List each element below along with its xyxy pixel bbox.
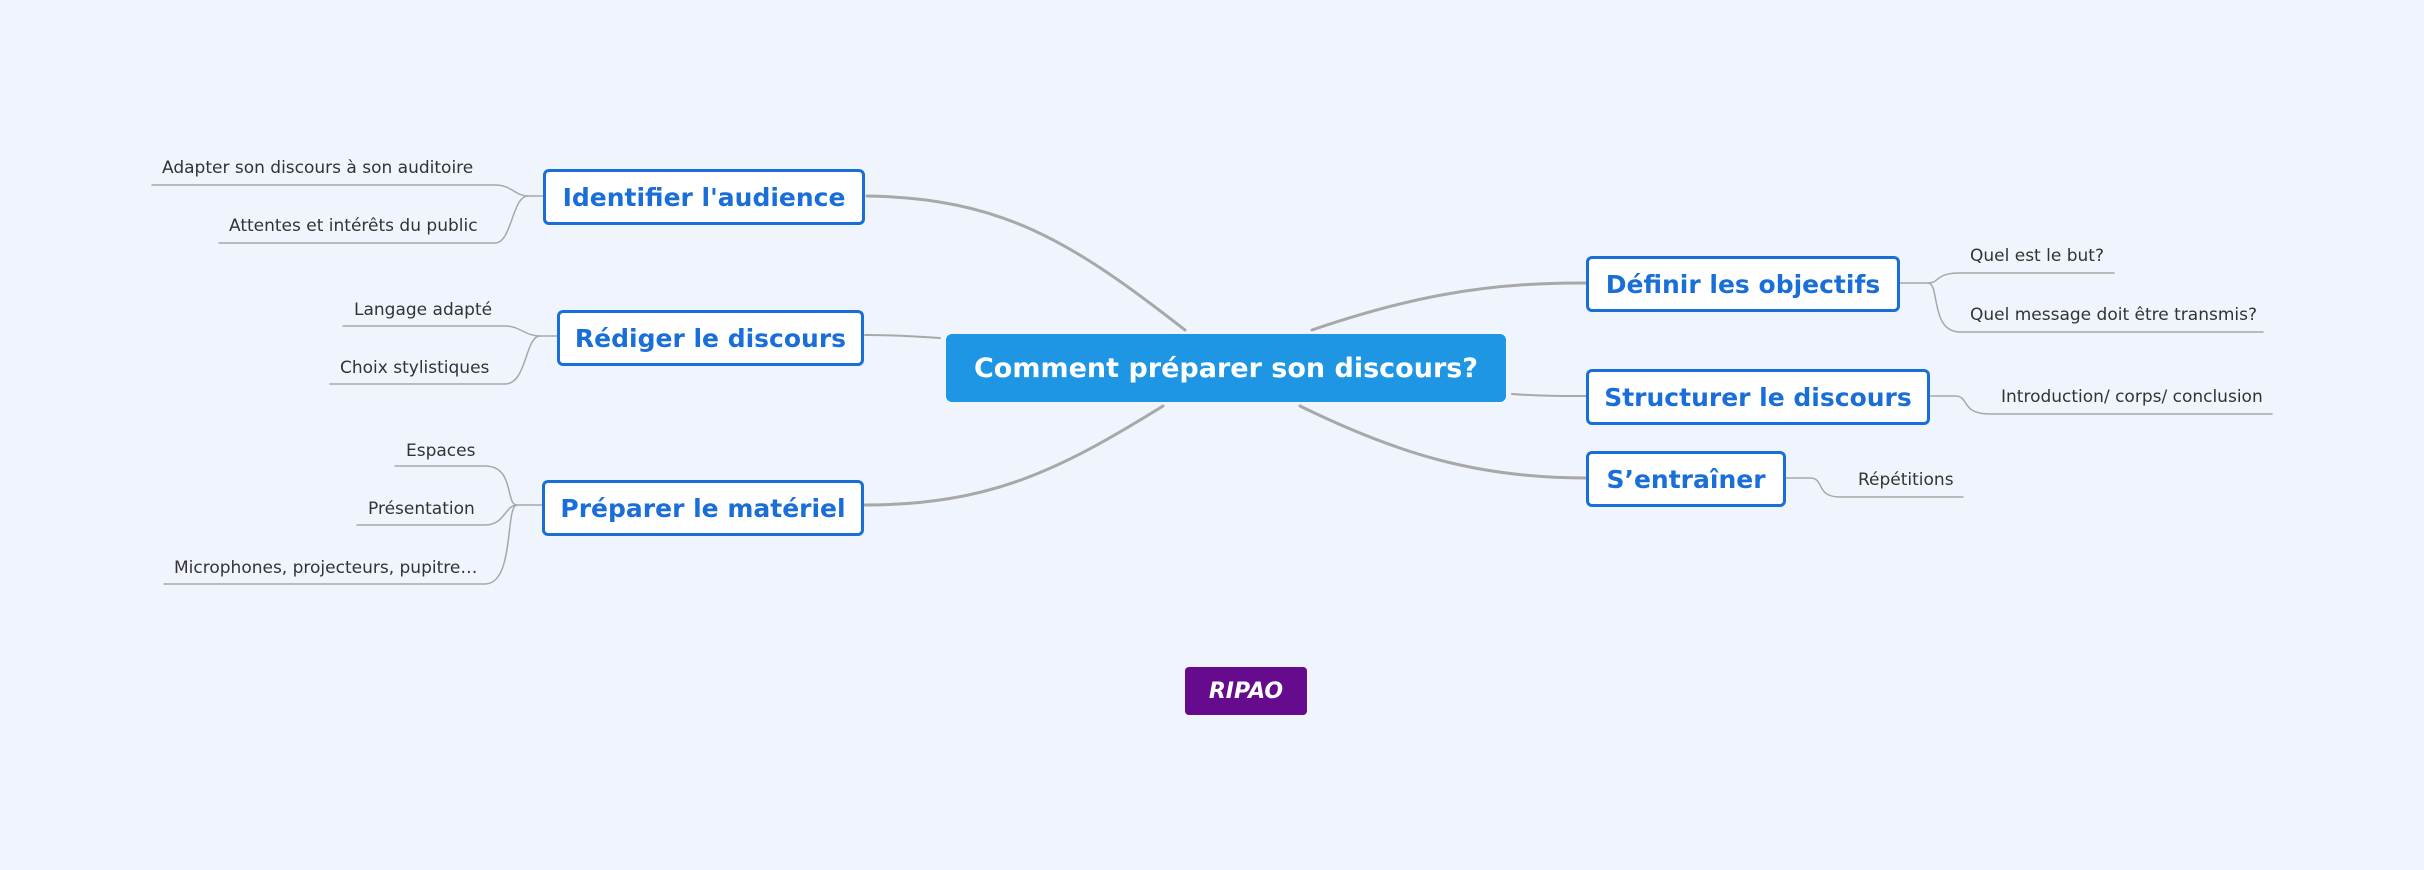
leaf-line-microphones	[163, 504, 518, 585]
leaf-quel-but[interactable]: Quel est le but?	[1970, 246, 2104, 266]
leaf-attentes-public[interactable]: Attentes et intérêts du public	[229, 216, 478, 236]
leaf-langage-adapte[interactable]: Langage adapté	[354, 300, 493, 320]
leaf-repetitions[interactable]: Répétitions	[1858, 470, 1954, 490]
leaf-line-but	[1899, 272, 2115, 284]
leaf-espaces[interactable]: Espaces	[406, 441, 476, 461]
connector-definir	[1310, 281, 1588, 332]
central-topic[interactable]: Comment préparer son discours?	[946, 334, 1506, 402]
branch-structurer-discours[interactable]: Structurer le discours	[1586, 369, 1930, 425]
leaf-adapter-discours[interactable]: Adapter son discours à son auditoire	[162, 158, 474, 178]
leaf-line-message	[1927, 282, 2264, 333]
branch-identifier-audience[interactable]: Identifier l'audience	[543, 169, 865, 225]
connector-rediger	[864, 334, 941, 339]
leaf-presentation[interactable]: Présentation	[368, 499, 475, 519]
leaf-introduction-corps-conclusion[interactable]: Introduction/ corps/ conclusion	[2001, 387, 2263, 407]
leaf-line-langage	[342, 325, 558, 337]
ripao-badge: RIPAO	[1185, 667, 1307, 715]
leaf-line-choix	[329, 335, 541, 385]
branch-rediger-discours[interactable]: Rédiger le discours	[557, 310, 864, 366]
leaf-line-presentation	[356, 504, 518, 526]
leaf-line-attentes	[218, 195, 529, 244]
leaf-microphones[interactable]: Microphones, projecteurs, pupitre…	[174, 558, 478, 578]
connector-structurer	[1511, 393, 1587, 397]
connector-sentrainer	[1298, 404, 1588, 480]
leaf-choix-stylistiques[interactable]: Choix stylistiques	[340, 358, 490, 378]
branch-definir-objectifs[interactable]: Définir les objectifs	[1586, 256, 1900, 312]
leaf-line-repetitions	[1785, 477, 1964, 498]
leaf-quel-message[interactable]: Quel message doit être transmis?	[1970, 305, 2257, 325]
connector-identifier	[865, 194, 1187, 332]
leaf-line-introduction	[1929, 395, 2273, 415]
branch-sentrainer[interactable]: S’entraîner	[1586, 451, 1786, 507]
branch-preparer-materiel[interactable]: Préparer le matériel	[542, 480, 864, 536]
connector-preparer	[863, 404, 1165, 507]
leaf-line-adapter	[151, 184, 544, 197]
